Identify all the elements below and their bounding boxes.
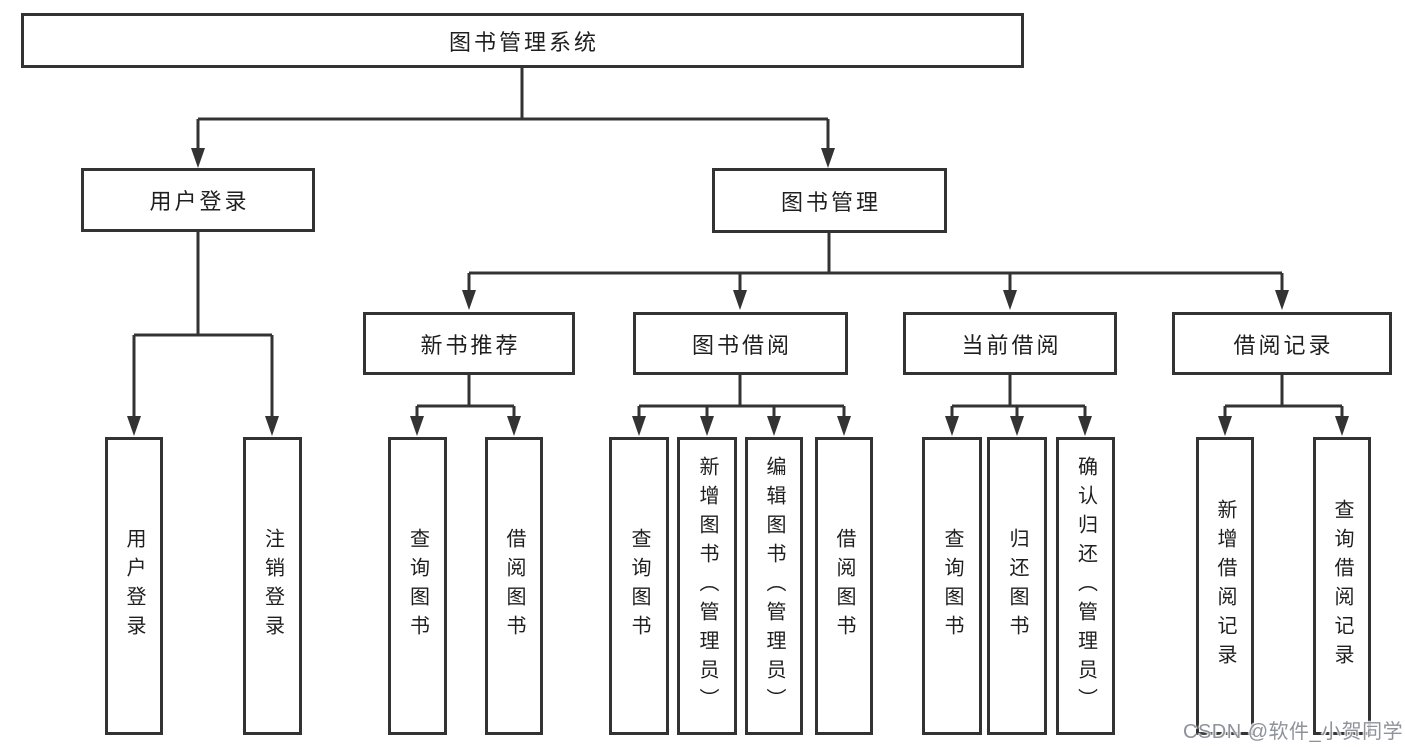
leaf-query-borrow-record: 查询借阅记录 bbox=[1313, 437, 1371, 735]
leaf-confirm-return-admin: 确认归还（管理员） bbox=[1056, 437, 1115, 735]
leaf-return-books: 归还图书 bbox=[987, 437, 1047, 735]
node-current-borrowing: 当前借阅 bbox=[903, 312, 1117, 375]
leaf-add-borrow-record: 新增借阅记录 bbox=[1196, 437, 1254, 735]
leaf-query-books-borrowing: 查询图书 bbox=[609, 437, 669, 735]
node-new-book-recommend: 新书推荐 bbox=[363, 312, 575, 375]
node-user-login: 用户登录 bbox=[81, 168, 315, 232]
node-book-borrowing: 图书借阅 bbox=[633, 312, 848, 375]
node-borrowing-records: 借阅记录 bbox=[1172, 312, 1392, 375]
node-book-management: 图书管理 bbox=[712, 168, 947, 233]
leaf-query-books-current: 查询图书 bbox=[922, 437, 982, 735]
leaf-add-books-admin: 新增图书（管理员） bbox=[677, 437, 737, 735]
node-library-management-system: 图书管理系统 bbox=[21, 13, 1024, 68]
csdn-watermark: CSDN @软件_小贺同学 bbox=[1183, 721, 1404, 743]
leaf-borrow-books-recommend: 借阅图书 bbox=[485, 437, 543, 735]
leaf-user-login: 用户登录 bbox=[105, 437, 163, 735]
leaf-query-books-recommend: 查询图书 bbox=[388, 437, 447, 735]
leaf-logout: 注销登录 bbox=[243, 437, 302, 735]
leaf-edit-books-admin: 编辑图书（管理员） bbox=[745, 437, 803, 735]
leaf-borrow-books: 借阅图书 bbox=[815, 437, 873, 735]
